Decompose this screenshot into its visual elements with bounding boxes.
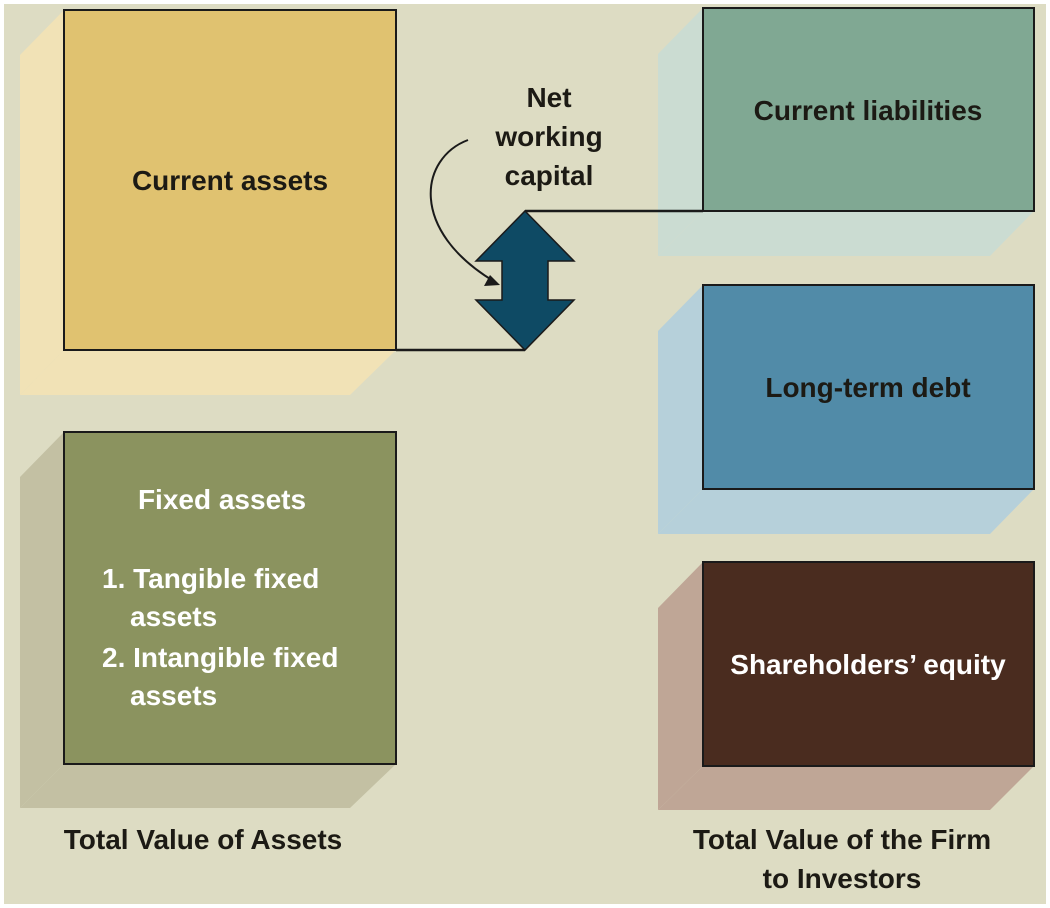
current-assets-box: Current assets <box>20 9 397 395</box>
current-liabilities-label: Current liabilities <box>754 95 983 126</box>
shareholders-equity-box-side <box>658 562 703 810</box>
current-assets-box-bottom <box>20 350 396 395</box>
current-liabilities-box-side <box>658 8 703 256</box>
net-working-capital-label-line-3: capital <box>505 160 594 191</box>
fixed-assets-box-face <box>63 431 397 765</box>
net-working-capital-label-line-1: Net <box>526 82 571 113</box>
shareholders-equity-box-face <box>702 561 1035 767</box>
long-term-debt-box-bottom <box>658 489 1034 534</box>
curved-pointer-arrow <box>429 139 496 283</box>
shareholders-equity-box: Shareholders’ equity <box>658 561 1035 810</box>
current-assets-box-face <box>63 9 397 351</box>
net-working-capital: Net working capital <box>396 82 703 352</box>
long-term-debt-label: Long-term debt <box>765 372 970 403</box>
fixed-assets-item-2: 2. Intangible fixed <box>102 642 338 673</box>
long-term-debt-box-side <box>658 285 703 534</box>
fixed-assets-item-1: 1. Tangible fixed <box>102 563 319 594</box>
fixed-assets-box: Fixed assets 1. Tangible fixed assets 2.… <box>20 431 397 808</box>
current-assets-box-side <box>20 10 64 395</box>
fixed-assets-item-1-cont: assets <box>130 601 217 632</box>
double-arrow-icon <box>474 209 576 352</box>
caption-total-value-firm-line-1: Total Value of the Firm <box>693 824 991 855</box>
caption-total-value-firm-line-2: to Investors <box>763 863 922 894</box>
curved-pointer-arrowhead <box>484 275 500 286</box>
fixed-assets-title: Fixed assets <box>138 484 306 515</box>
current-liabilities-box: Current liabilities <box>658 7 1035 256</box>
fixed-assets-item-2-cont: assets <box>130 680 217 711</box>
current-assets-label: Current assets <box>132 165 328 196</box>
shareholders-equity-box-bottom <box>658 766 1034 810</box>
current-liabilities-box-bottom <box>658 211 1034 256</box>
fixed-assets-box-bottom <box>20 764 396 808</box>
fixed-assets-box-side <box>20 432 64 808</box>
caption-total-value-of-assets: Total Value of Assets <box>64 824 343 855</box>
long-term-debt-box: Long-term debt <box>658 284 1035 534</box>
long-term-debt-box-face <box>702 284 1035 490</box>
net-working-capital-label-line-2: working <box>494 121 602 152</box>
current-liabilities-box-face <box>702 7 1035 212</box>
shareholders-equity-label: Shareholders’ equity <box>730 649 1006 680</box>
